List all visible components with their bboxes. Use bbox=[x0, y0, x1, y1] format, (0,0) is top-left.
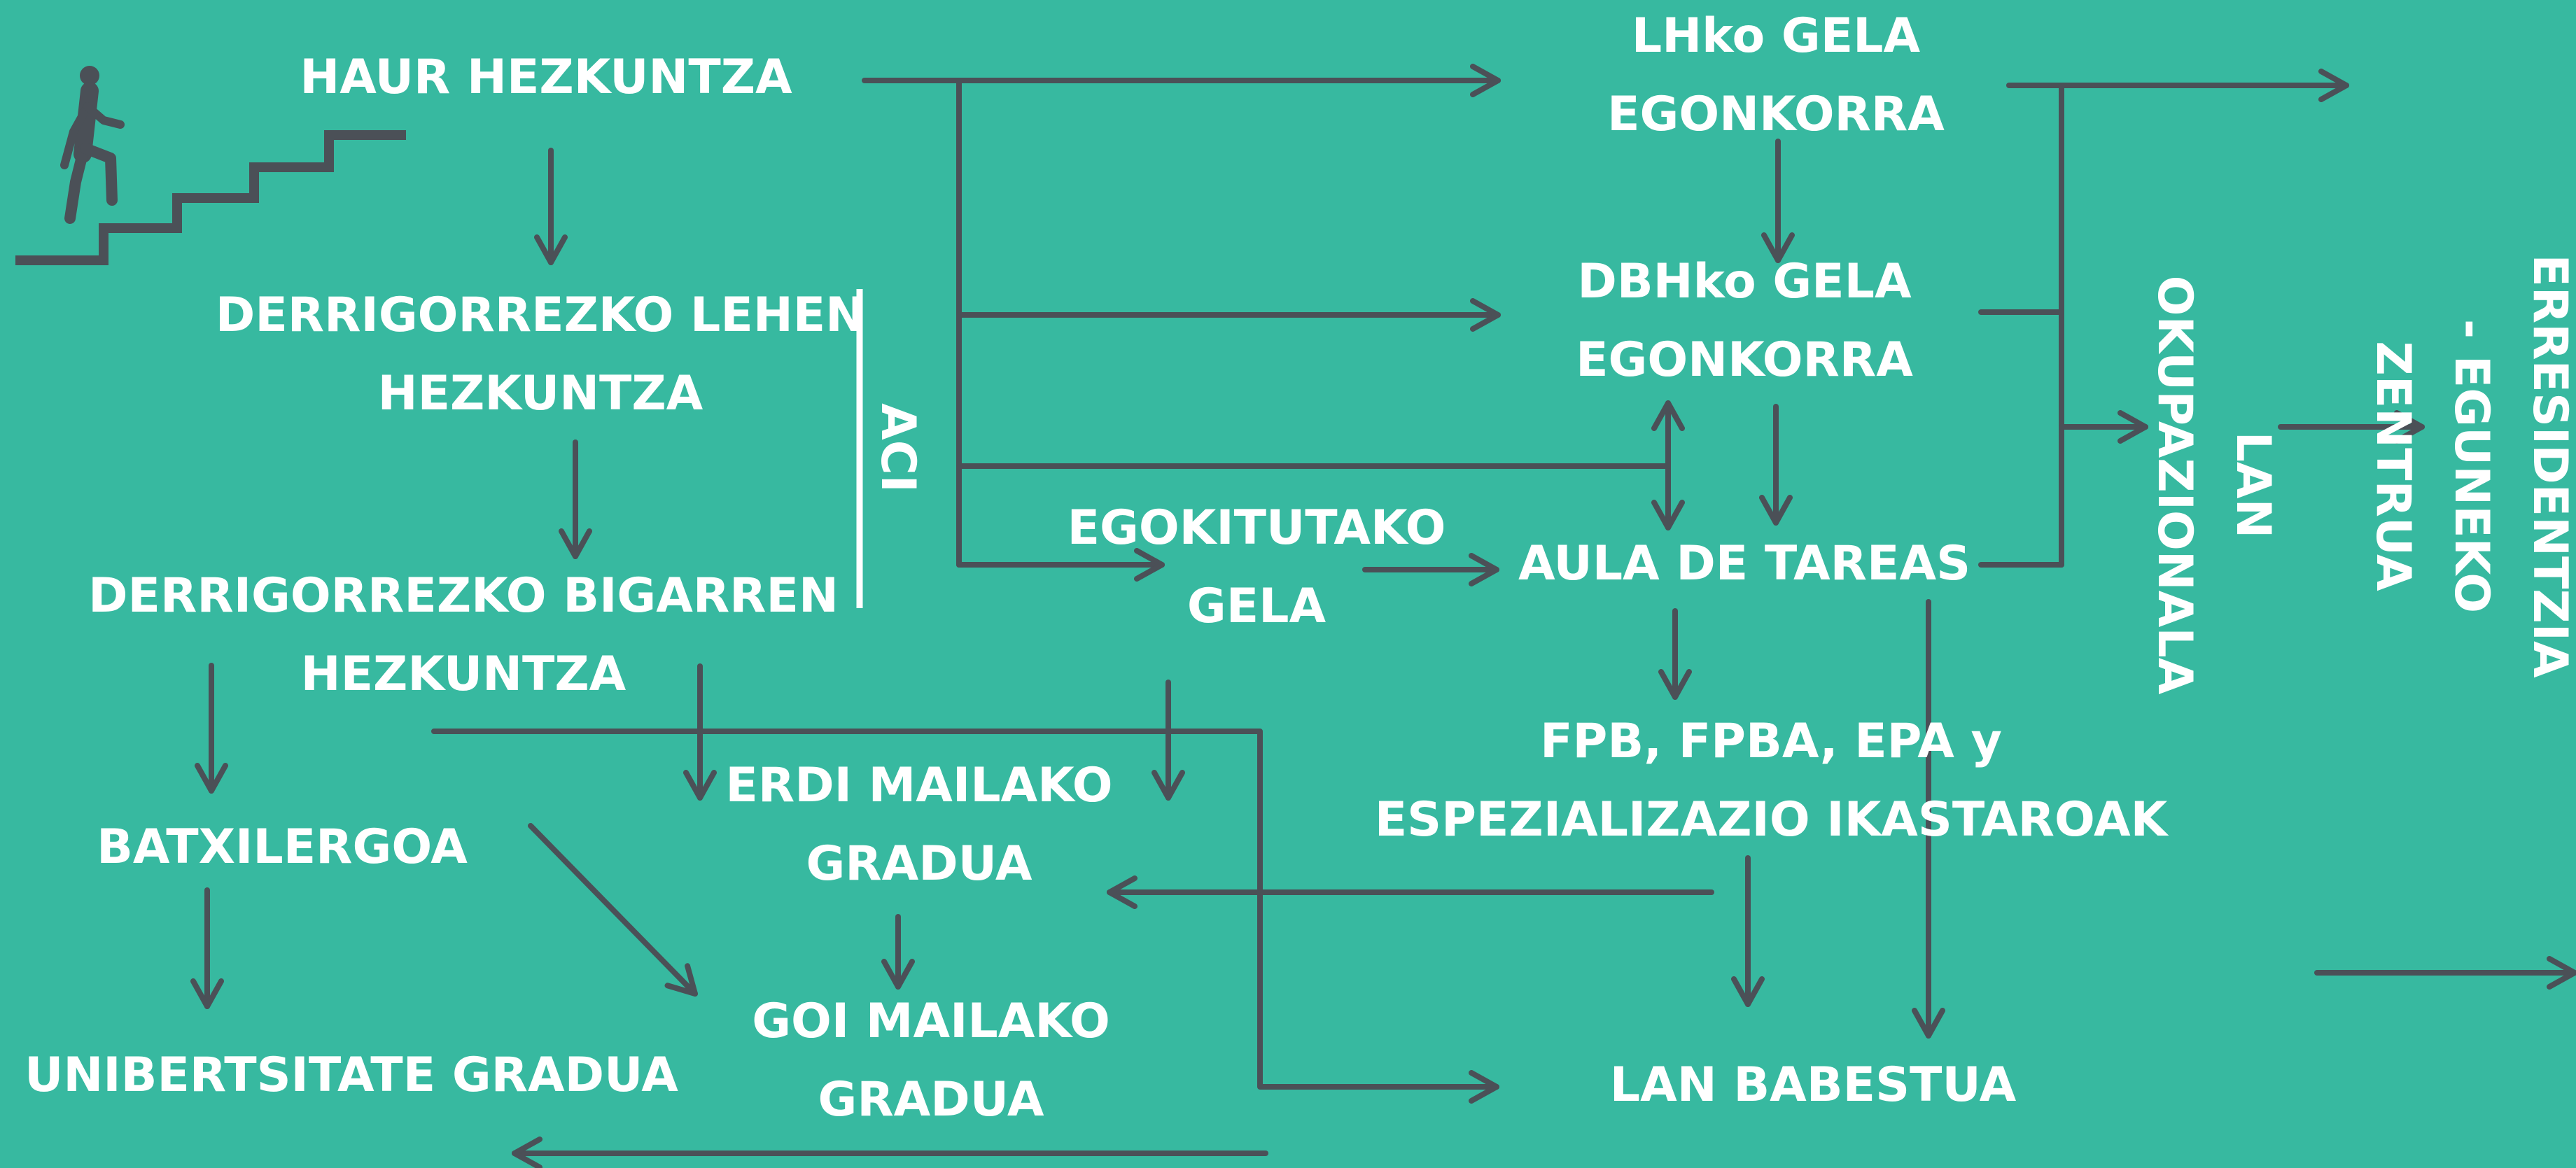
node-lhko-gela-egonkorra: LHko GELA EGONKORRA bbox=[1607, 8, 1945, 142]
arrow-batxilergoa-to-goi bbox=[528, 823, 698, 997]
node-erdi-mailako-gradua: ERDI MAILAKO GRADUA bbox=[725, 758, 1113, 892]
aci-label: ACI bbox=[870, 403, 925, 493]
node-dbhko-gela-egonkorra: DBHko GELA EGONKORRA bbox=[1576, 254, 1913, 388]
node-fpb-fpba-epa-espezializazio: FPB, FPBA, EPA y ESPEZIALIZAZIO IKASTARO… bbox=[1374, 714, 2168, 847]
node-lan-okupazionala: LAN OKUPAZIONALA bbox=[2147, 275, 2281, 695]
node-haur-hezkuntza: HAUR HEZKUNTZA bbox=[300, 50, 792, 105]
node-unibertsitate-gradua: UNIBERTSITATE GRADUA bbox=[24, 1048, 678, 1103]
person-climbing-stairs-icon bbox=[15, 66, 406, 265]
node-egokitutako-gela: EGOKITUTAKO GELA bbox=[1067, 500, 1446, 634]
node-derrigorrezko-bigarren-hezkuntza: DERRIGORREZKO BIGARREN HEZKUNTZA bbox=[88, 568, 839, 702]
node-derrigorrezko-lehen-hezkuntza: DERRIGORREZKO LEHEN HEZKUNTZA bbox=[215, 288, 866, 421]
node-aula-de-tareas: AULA DE TAREAS bbox=[1518, 536, 1971, 591]
arrow-bigarren-to-lan-babestua bbox=[431, 729, 1499, 1104]
node-erresidentzia-eguneko-zentrua: ERRESIDENTZIA - EGUNEKO ZENTRUA bbox=[2365, 254, 2576, 678]
node-lan-babestua: LAN BABESTUA bbox=[1609, 1057, 2017, 1113]
node-goi-mailako-gradua: GOI MAILAKO GRADUA bbox=[752, 994, 1110, 1127]
node-batxilergoa: BATXILERGOA bbox=[97, 819, 468, 875]
